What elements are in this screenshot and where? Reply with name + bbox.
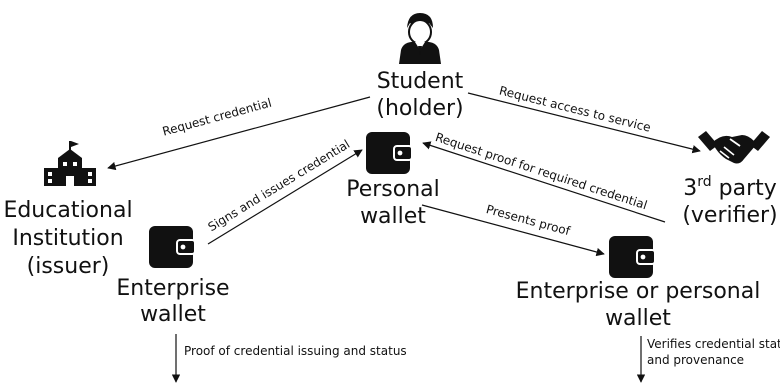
presents-proof-arrow	[421, 204, 605, 257]
handshake-icon	[698, 131, 770, 164]
personal-wallet-label: Personal	[346, 177, 440, 202]
student-person-icon	[399, 13, 441, 64]
proof-issuing-status-label: Proof of credential issuing and status	[184, 344, 407, 358]
signs-issues-label: Signs and issues credential	[205, 137, 352, 234]
presents-proof-label: Presents proof	[485, 202, 573, 238]
personal-wallet-label-2: wallet	[360, 204, 426, 229]
enterprise-wallet-label: Enterprise	[116, 276, 229, 301]
verifier-wallet-label-2: wallet	[605, 306, 671, 331]
verifies-label-2: and provenance	[647, 353, 744, 367]
verifier-label: 3rd party	[683, 174, 777, 201]
request-access-label: Request access to service	[498, 83, 652, 134]
signs-issues-arrow	[207, 149, 363, 245]
wallet-icon	[149, 226, 196, 268]
issuer-label: Educational	[3, 198, 132, 223]
request-access-arrow	[467, 92, 701, 154]
student-role-label: (holder)	[376, 96, 463, 121]
request-proof-arrow	[422, 141, 666, 223]
enterprise-wallet-label-2: wallet	[140, 302, 206, 327]
school-building-icon	[44, 141, 96, 186]
verifier-role-label: (verifier)	[682, 203, 777, 228]
request-credential-label: Request credential	[161, 96, 273, 139]
wallet-icon	[366, 132, 413, 174]
verifies-label-1: Verifies credential status	[647, 337, 780, 351]
issuer-label-2: Institution	[12, 226, 123, 251]
wallet-icon	[609, 236, 656, 278]
request-credential-arrow	[107, 96, 371, 171]
request-proof-label: Request proof for required credential	[434, 130, 649, 212]
verifier-wallet-label: Enterprise or personal	[516, 279, 761, 304]
issuer-role-label: (issuer)	[27, 254, 110, 279]
student-label: Student	[377, 69, 464, 94]
